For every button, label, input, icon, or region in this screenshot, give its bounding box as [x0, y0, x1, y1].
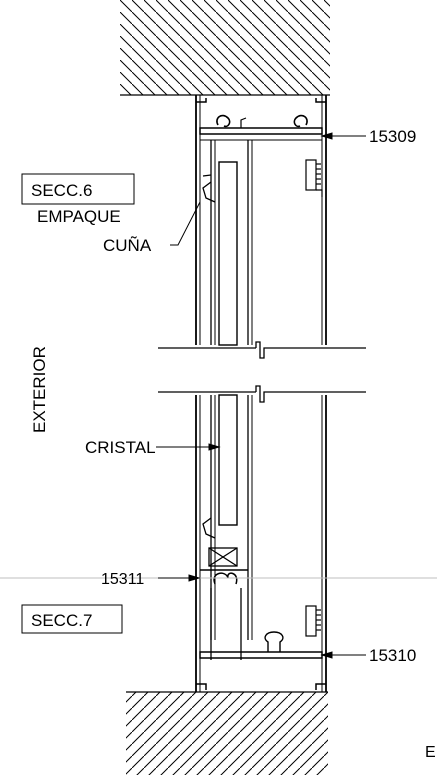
section-label-bottom: SECC.7: [31, 611, 92, 630]
section-label-top: SECC.6: [31, 181, 92, 200]
wedge-label: CUÑA: [103, 236, 152, 255]
top-wall-hatch: [120, 0, 330, 96]
glass-pane: [218, 161, 238, 526]
part-label-15310: 15310: [369, 646, 416, 665]
glazing-wedge-bottom: [202, 517, 238, 567]
leader-cristal: [156, 443, 221, 451]
glazing-wedge-top: [202, 174, 216, 203]
section-box-bottom: [21, 604, 123, 634]
frame-outline: [195, 95, 327, 692]
leader-15309: [320, 132, 366, 140]
leader-15310: [320, 651, 366, 659]
seal-label: EMPAQUE: [37, 207, 121, 226]
part-label-15311: 15311: [101, 571, 144, 588]
weatherstrip-top: [305, 159, 323, 197]
head-profile: [196, 98, 326, 141]
break-lines: [158, 341, 366, 403]
exterior-label: EXTERIOR: [30, 346, 49, 433]
weatherstrip-bottom: [305, 605, 321, 637]
section-box-top: [21, 173, 135, 205]
leader-cuna: [170, 201, 201, 246]
leader-15311: [158, 574, 201, 582]
sill-profile: [196, 569, 326, 690]
part-label-15309: 15309: [369, 127, 416, 146]
corner-label-fragment: E: [425, 744, 436, 761]
bottom-slab-hatch: [126, 691, 328, 775]
glass-label: CRISTAL: [85, 438, 156, 457]
